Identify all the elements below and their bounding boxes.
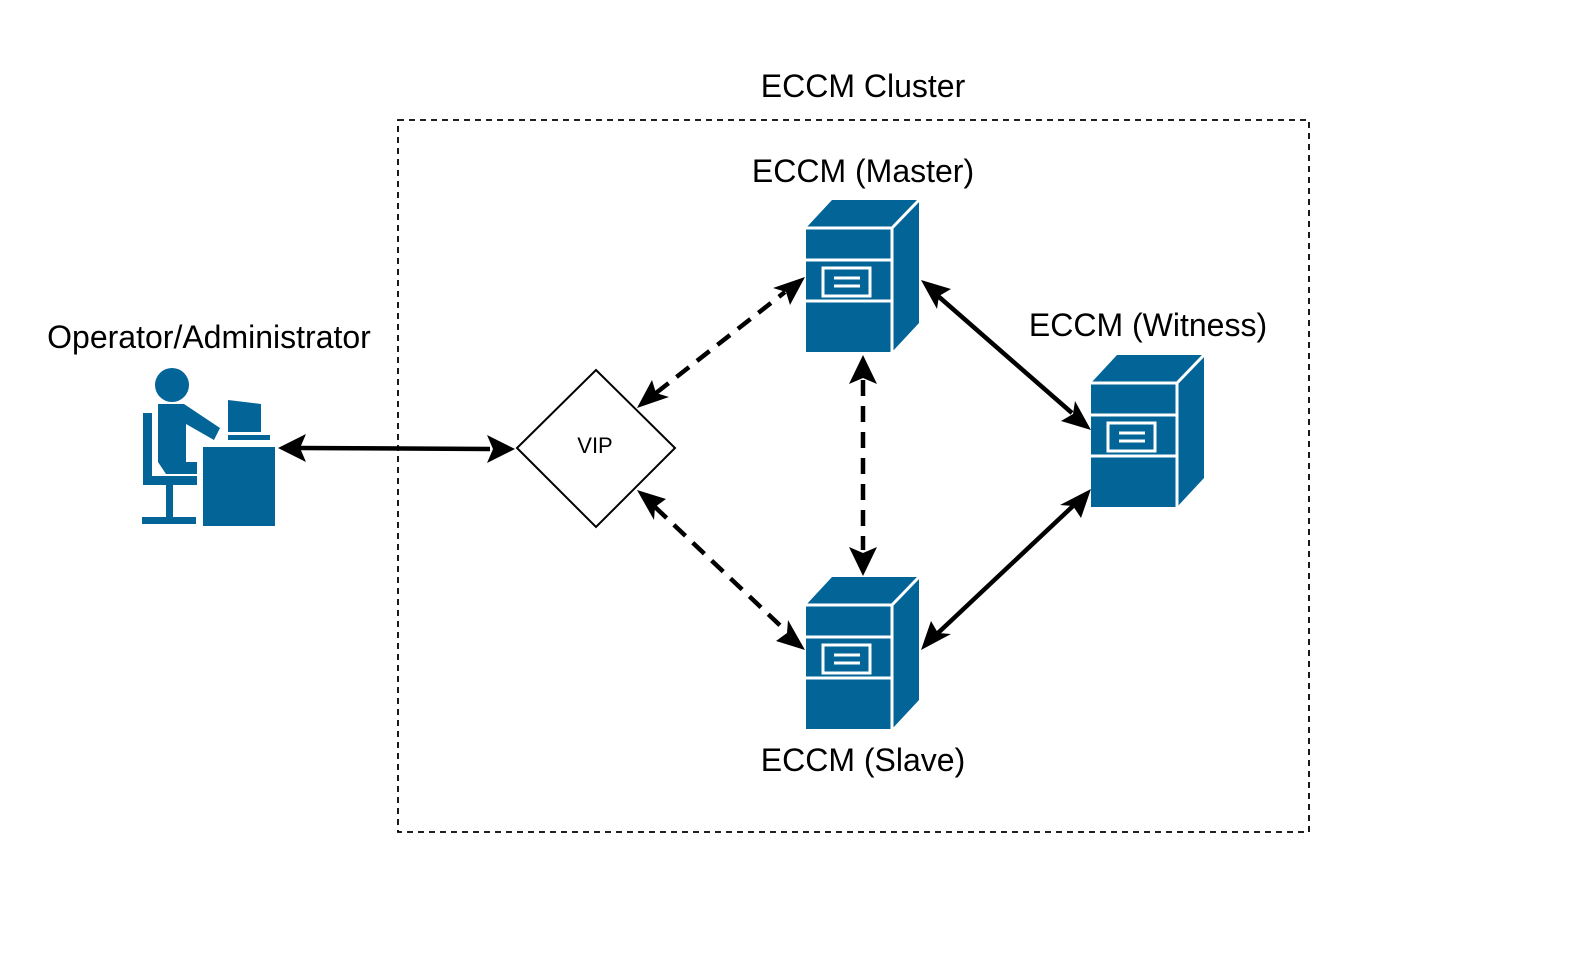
arrowhead-slave-top	[849, 547, 877, 576]
arrowhead-vip-left	[487, 435, 515, 463]
server-tower-icon	[1091, 355, 1206, 507]
arrowhead-vip-upper	[637, 380, 669, 408]
connector-vip-master	[654, 290, 787, 395]
slave-label: ECCM (Slave)	[761, 742, 965, 778]
cluster-boundary	[397, 119, 1310, 833]
arrowhead-witness-lower	[1060, 489, 1091, 518]
arrowhead-master-bottom	[849, 355, 877, 384]
vip-diamond	[515, 368, 677, 529]
master-label: ECCM (Master)	[752, 153, 974, 189]
server-tower-icon	[806, 200, 921, 352]
connector-master-witness	[936, 294, 1074, 415]
master-node[interactable]: ECCM (Master)	[752, 153, 974, 352]
operator-label: Operator/Administrator	[47, 319, 371, 355]
arrowhead-master-right	[921, 280, 951, 309]
slave-node[interactable]: ECCM (Slave)	[761, 577, 965, 778]
operator-at-desk-icon	[142, 368, 275, 526]
connector-operator-vip	[299, 445, 491, 452]
arrowhead-operator	[278, 434, 306, 462]
arrowhead-master-left	[773, 277, 805, 305]
arrowhead-slave-right	[921, 621, 951, 650]
connector-vip-slave	[653, 505, 789, 634]
vip-node[interactable]: VIP	[515, 368, 677, 529]
cluster-title: ECCM Cluster	[761, 68, 966, 104]
arrowhead-vip-lower	[637, 490, 666, 520]
cluster-group: ECCM Cluster	[397, 68, 1310, 833]
connectors	[278, 277, 1091, 650]
witness-label: ECCM (Witness)	[1029, 307, 1267, 343]
arrowhead-witness-upper	[1061, 401, 1091, 430]
connector-slave-witness	[936, 504, 1075, 635]
server-tower-icon	[806, 577, 921, 729]
witness-node[interactable]: ECCM (Witness)	[1029, 307, 1267, 507]
arrowhead-slave-left	[776, 620, 805, 650]
vip-label: VIP	[577, 433, 612, 458]
operator-node[interactable]: Operator/Administrator	[47, 319, 371, 526]
